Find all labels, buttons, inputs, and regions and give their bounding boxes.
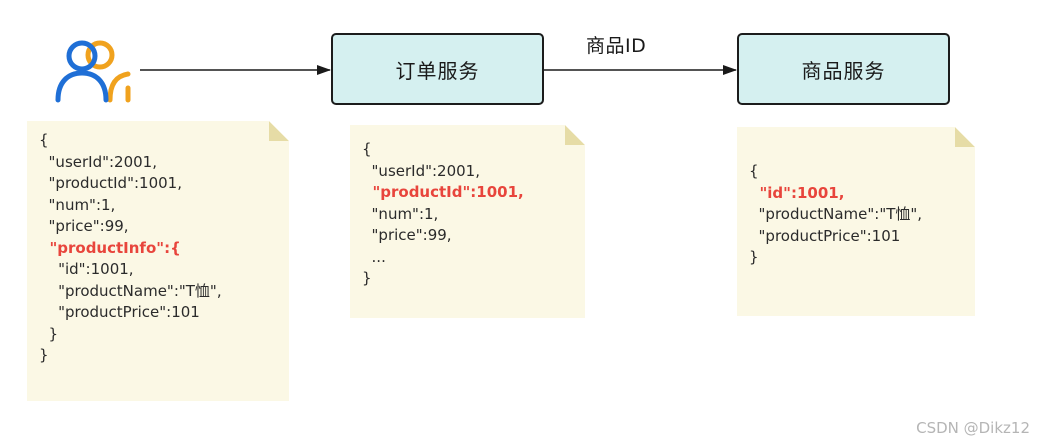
note-lines: { "userId":2001, "productId":1001, "num"… [362, 139, 524, 290]
note-lines: { "userId":2001, "productId":1001, "num"… [39, 130, 222, 367]
edge-label-product-id: 商品ID [586, 35, 647, 57]
order-service-node: 订单服务 [331, 33, 544, 105]
note-line: "productName":"T恤", [749, 205, 923, 223]
order-service-label: 订单服务 [395, 58, 480, 83]
note-fold-corner [269, 121, 289, 141]
note-line: "userId":2001, [362, 161, 480, 180]
note-line: "productInfo":{ [39, 238, 181, 257]
product-json-note: { "id":1001, "productName":"T恤", "produc… [737, 127, 975, 316]
note-line: } [39, 346, 49, 364]
note-line: "productId":1001, [39, 174, 182, 192]
note-lines: { "id":1001, "productName":"T恤", "produc… [749, 161, 922, 269]
note-line: } [39, 324, 59, 343]
note-line: ... [362, 247, 386, 266]
note-line: "userId":2001, [39, 152, 157, 171]
note-line: "id":1001, [39, 260, 134, 278]
note-line: } [362, 269, 372, 287]
note-line: "num":1, [362, 204, 439, 223]
note-line: { [362, 140, 372, 158]
order-json-note: { "userId":2001, "productId":1001, "num"… [350, 125, 585, 318]
note-line: "productPrice":101 [749, 226, 901, 245]
note-line: "num":1, [39, 195, 116, 214]
note-line: "productName":"T恤", [39, 281, 222, 300]
note-line: { [39, 131, 49, 149]
product-service-node: 商品服务 [737, 33, 950, 105]
product-service-label: 商品服务 [801, 58, 886, 83]
note-line: "id":1001, [749, 183, 845, 202]
note-line: "price":99, [39, 217, 129, 235]
users-icon [55, 40, 131, 103]
note-line: "price":99, [362, 226, 452, 244]
note-line: "productPrice":101 [39, 303, 200, 321]
note-line: } [749, 248, 759, 266]
note-line: "productId":1001, [362, 183, 524, 201]
request-json-note: { "userId":2001, "productId":1001, "num"… [27, 121, 289, 401]
note-fold-corner [565, 125, 585, 145]
note-fold-corner [955, 127, 975, 147]
watermark: CSDN @Dikz12 [916, 419, 1030, 437]
note-line: { [749, 162, 759, 180]
